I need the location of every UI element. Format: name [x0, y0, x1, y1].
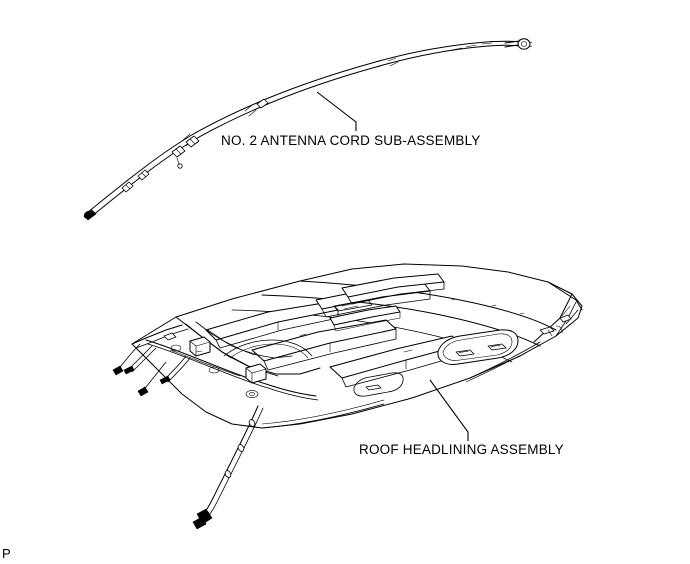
- headliner-wire-harness: [123, 339, 319, 401]
- headliner-overhead-console-recess: [223, 339, 313, 359]
- antenna-cord-clip: [121, 181, 134, 193]
- headliner-harness-connector: [245, 363, 267, 384]
- headliner-trim-clip: [208, 366, 220, 374]
- headliner-trim-clip: [559, 314, 572, 323]
- cable-clip: [237, 444, 245, 452]
- antenna-cord-clip: [185, 135, 200, 148]
- headliner-center-reinforcement-block: [341, 273, 445, 305]
- antenna-cord-left-tip: [83, 209, 97, 221]
- cable-terminal-end: [192, 508, 213, 530]
- antenna-cord-clip: [137, 169, 150, 181]
- rear-personal-lamp-assembly: [437, 329, 519, 365]
- headliner-trim-clip: [539, 326, 555, 337]
- headliner-center-aperture: [333, 299, 373, 312]
- headliner-assist-grip-recess: [353, 372, 404, 397]
- headliner-front-wire-stub: [112, 343, 141, 376]
- headliner-reinforcement-pad: [251, 319, 397, 371]
- part-no2-antenna-cord-sub-assembly: [83, 38, 533, 221]
- headliner-trim-clip: [170, 344, 182, 352]
- headliner-harness-connector: [189, 336, 211, 357]
- headliner-trim-clip: [163, 332, 177, 341]
- leader-line-antenna-cord: [316, 91, 357, 131]
- figure-corner-mark: P: [2, 546, 11, 561]
- cable-clip: [224, 470, 232, 478]
- callout-label-antenna-cord: NO. 2 ANTENNA CORD SUB-ASSEMBLY: [221, 133, 481, 148]
- callout-label-roof-headlining: ROOF HEADLINING ASSEMBLY: [359, 442, 564, 457]
- headliner-descending-cable: [192, 405, 264, 530]
- headliner-reinforcement-pad: [205, 301, 339, 349]
- headliner-front-wire-stub: [137, 361, 167, 397]
- antenna-cord-clip: [256, 98, 269, 109]
- part-roof-headlining-assembly: [112, 263, 583, 530]
- headliner-trim-clip: [245, 390, 259, 398]
- antenna-cord-connector-terminal: [504, 38, 533, 50]
- lamp-lens: [487, 343, 507, 351]
- headliner-console-mount-boss: [329, 305, 401, 332]
- cable-clip: [248, 419, 256, 427]
- leader-line-roof-headlining: [429, 379, 469, 441]
- antenna-cord-clip: [171, 145, 186, 169]
- headliner-trim-clip: [555, 325, 563, 334]
- lamp-lens: [455, 349, 475, 357]
